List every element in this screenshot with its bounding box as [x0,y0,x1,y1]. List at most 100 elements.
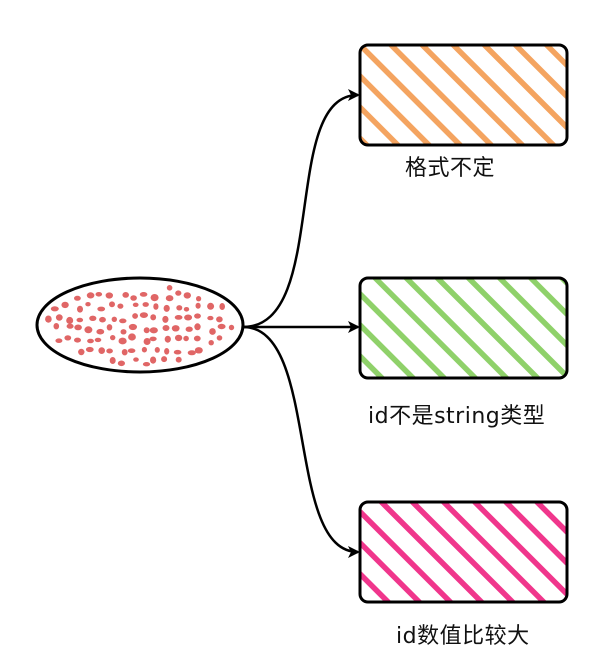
speckle-dot [55,338,63,344]
target-box-2[interactable] [358,276,569,380]
speckle-dot [84,326,93,334]
speckle-dot [185,326,193,332]
speckle-dot [142,302,149,307]
speckle-dot [149,327,158,334]
speckle-dot [45,315,52,323]
target-node-2[interactable] [358,276,569,380]
speckle-dot [183,307,190,312]
speckle-dot [173,349,182,355]
speckle-dot [207,302,215,310]
speckle-dot [162,315,169,323]
speckle-dot [142,362,151,367]
speckle-dot [150,314,157,321]
speckle-dot [86,292,95,299]
speckle-dot [119,318,127,324]
speckle-dot [94,337,102,343]
speckle-dot [97,306,106,312]
speckle-dot [194,347,203,354]
edge-to-target-1 [242,89,360,329]
target-box-1[interactable] [358,43,569,147]
speckle-dot [194,323,201,331]
speckle-dot [164,335,171,343]
source-dots [45,285,235,367]
speckle-dot [61,301,69,309]
speckle-dot [99,316,106,323]
speckle-dot [141,346,147,353]
speckle-dot [127,348,136,354]
speckle-dot [161,356,168,363]
speckle-dot [117,360,125,367]
speckle-dot [78,348,85,356]
speckle-dot [106,348,113,354]
speckle-dot [77,305,83,313]
speckle-dot [139,292,148,297]
edges [242,89,360,558]
edge-to-target-3 [242,325,360,558]
speckle-dot [187,350,196,356]
speckle-dot [118,337,127,345]
speckle-dot [109,357,116,364]
speckle-dot [219,303,225,310]
speckle-dot [175,290,182,296]
speckle-dot [166,285,173,291]
target-node-1[interactable] [358,43,569,147]
speckle-dot [55,314,63,321]
speckle-dot [217,323,226,330]
speckle-dot [132,302,139,307]
speckle-dot [128,333,136,341]
speckle-dot [110,335,116,341]
speckle-dot [150,356,157,364]
speckle-dot [174,315,183,320]
speckle-dot [74,324,82,331]
speckle-dot [66,316,74,325]
source-node[interactable] [35,276,245,374]
speckle-dot [128,323,137,331]
speckle-dot [122,292,129,298]
speckle-dot [117,303,124,309]
speckle-dot [105,292,114,299]
speckle-dot [120,329,127,335]
speckle-dot [87,338,94,344]
speckle-dot [74,295,81,301]
speckle-dot [143,338,151,345]
speckle-dot [64,335,72,341]
speckle-dot [89,315,97,321]
speckle-dot [153,303,159,310]
speckle-dot [132,313,139,319]
speckle-dot [109,301,115,308]
speckle-dot [85,346,94,353]
speckle-dot [96,328,105,335]
speckle-dot [216,335,223,341]
target-node-3[interactable] [358,500,569,604]
speckle-dot [175,356,182,363]
speckle-dot [209,328,216,335]
target-label-2: id不是string类型 [368,404,546,429]
speckle-dot [76,317,84,323]
speckle-dot [66,323,74,329]
speckle-dot [106,324,113,331]
speckle-dot [149,336,157,342]
speckle-dot [183,292,191,299]
speckle-dot [228,324,235,331]
speckle-dot [162,325,170,331]
speckle-dot [163,304,170,312]
speckle-dot [121,349,128,356]
speckle-dot [183,335,189,342]
speckle-dot [150,294,159,302]
speckle-dot [184,314,193,321]
speckle-dot [174,334,183,342]
speckle-dot [133,357,139,362]
target-label-3: id数值比较大 [396,624,530,649]
speckle-dot [164,348,170,355]
speckle-dot [216,316,223,323]
speckle-dot [111,316,118,322]
target-box-3[interactable] [358,500,569,604]
speckle-dot [130,295,137,301]
speckle-dot [208,340,214,346]
speckle-dot [74,337,81,343]
speckle-dot [143,327,150,334]
speckle-dot [98,347,105,354]
speckle-dot [196,296,202,302]
speckle-dot [85,302,91,307]
